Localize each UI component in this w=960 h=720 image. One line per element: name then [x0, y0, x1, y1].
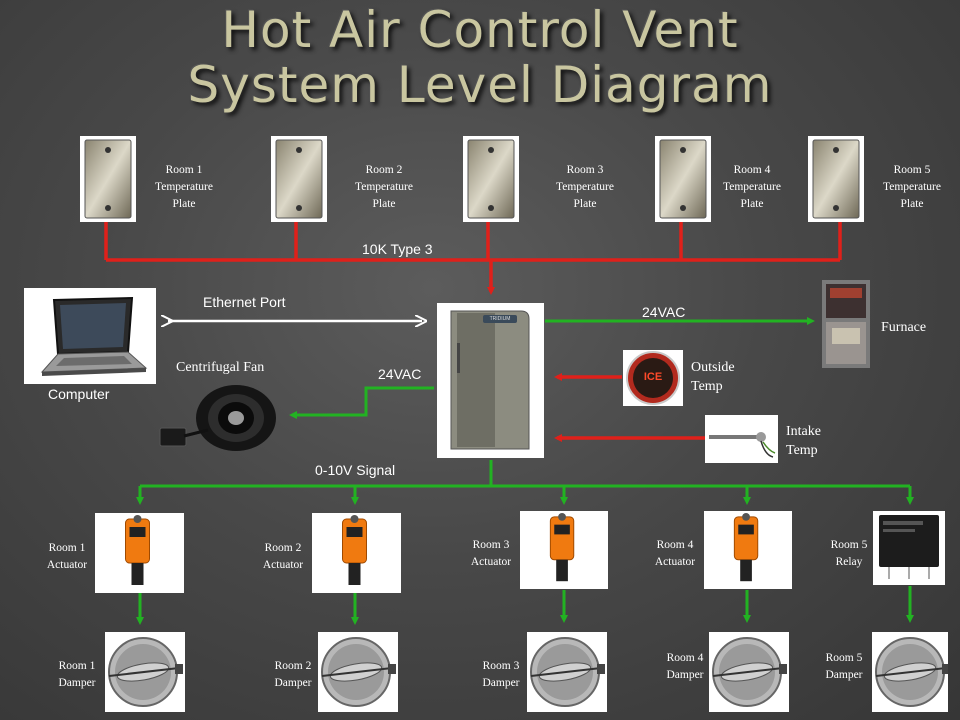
controller-unit: TRIDIUM — [437, 303, 544, 458]
furnace-power-label: 24VAC — [642, 304, 686, 320]
signal-label: 0-10V Signal — [315, 462, 396, 478]
temperature-plate-room-3 — [463, 136, 519, 222]
actuator-room-3 — [520, 511, 608, 589]
temperature-plate-room-1 — [80, 136, 136, 222]
damper-room-2 — [318, 632, 398, 712]
furnace-image — [822, 280, 870, 368]
temperature-plate-room-5 — [808, 136, 864, 222]
sensor-bus-wires — [104, 222, 842, 442]
fan-power-label: 24VAC — [378, 366, 422, 382]
actuator-room-2 — [312, 513, 401, 593]
title-line-2: System Level Diagram — [187, 56, 773, 114]
actuator-room-1 — [95, 513, 184, 593]
temperature-plate-room-4 — [655, 136, 711, 222]
computer-label: Computer — [48, 386, 110, 402]
damper-room-1 — [105, 632, 185, 712]
intake-temp-sensor — [705, 415, 778, 463]
ethernet-label: Ethernet Port — [203, 294, 286, 310]
controller-brand: TRIDIUM — [489, 316, 511, 322]
temperature-plate-room-2 — [271, 136, 327, 222]
signal-wires — [136, 317, 914, 625]
damper-room-3 — [527, 632, 607, 712]
damper-room-5 — [872, 632, 948, 712]
sensor-bus-label: 10K Type 3 — [362, 241, 433, 257]
relay-room-5 — [873, 511, 945, 585]
furnace-label: Furnace — [881, 320, 927, 335]
outside-temp-sensor: ICE — [623, 350, 683, 406]
fan-label: Centrifugal Fan — [176, 360, 265, 375]
centrifugal-fan-image — [156, 378, 286, 458]
actuator-room-4 — [704, 511, 792, 589]
outside-temp-readout: ICE — [643, 371, 663, 383]
damper-room-4 — [709, 632, 789, 712]
computer-image — [24, 288, 156, 384]
title-line-1: Hot Air Control Vent — [221, 1, 739, 59]
